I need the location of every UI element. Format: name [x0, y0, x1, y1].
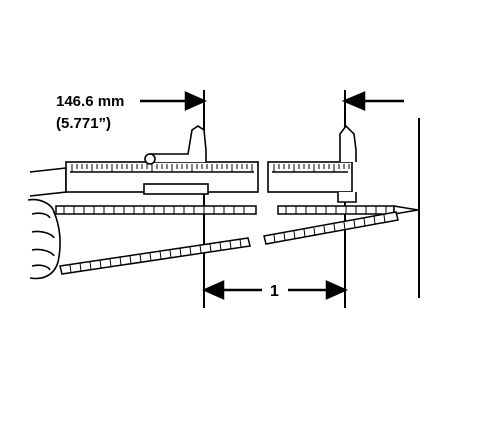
bottom-dimension-arrows — [201, 280, 349, 300]
scale-ticks — [71, 164, 350, 172]
hand-icon — [27, 198, 61, 280]
measurement-value-inches: (5.771”) — [56, 115, 112, 132]
measured-bar-lower-marks — [69, 214, 386, 274]
measured-bar-upper — [55, 205, 419, 215]
caliper-fixed-jaw — [337, 124, 357, 203]
measurement-value-mm: 146.6 mm — [56, 93, 125, 110]
measured-bar-upper-marks — [63, 206, 387, 214]
callout-number: 1 — [270, 283, 279, 300]
top-dimension-arrows — [140, 91, 404, 111]
caliper-sliding-jaw — [143, 125, 209, 195]
reference-lines — [203, 90, 420, 308]
